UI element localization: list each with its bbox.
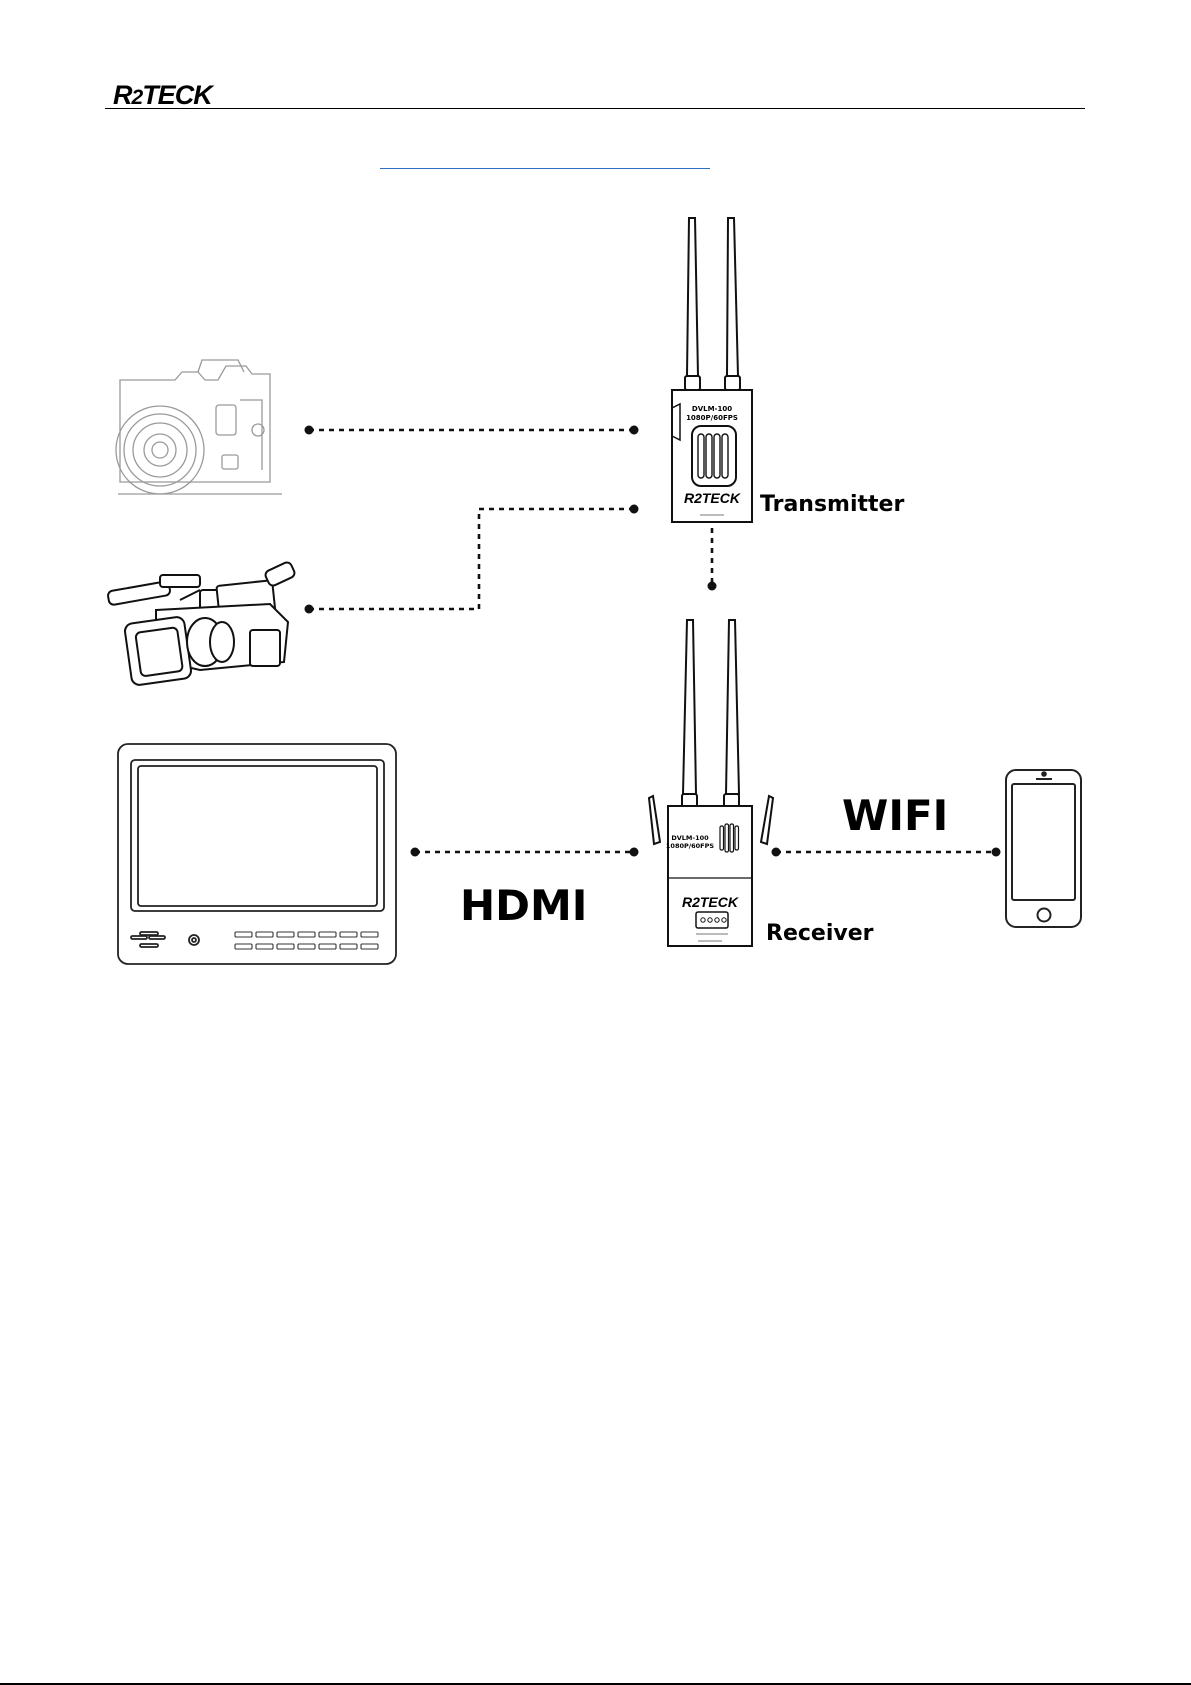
transmitter-label: Transmitter xyxy=(760,492,904,517)
monitor-button xyxy=(256,932,273,937)
receiver-hdmi-dot xyxy=(630,848,639,857)
receiver-model-line1: DVLM-100 xyxy=(671,834,709,842)
camcorder-icon xyxy=(107,561,296,686)
receiver-label: Receiver xyxy=(766,921,874,946)
transmitter-model-line1: DVLM-100 xyxy=(692,405,732,413)
monitor-connector-dot xyxy=(411,848,420,857)
receiver-brand: R2TECK xyxy=(682,894,739,910)
dslr-connector-dot xyxy=(305,426,314,435)
monitor-button xyxy=(235,932,252,937)
phone-connector-dot xyxy=(992,848,1001,857)
dslr-camera-icon xyxy=(116,360,282,494)
monitor-button xyxy=(298,932,315,937)
monitor-button xyxy=(256,944,273,949)
monitor-button xyxy=(235,944,252,949)
camcorder-to-transmitter-line xyxy=(309,509,634,609)
monitor-button xyxy=(361,944,378,949)
transmitter-antenna-icon xyxy=(685,218,740,390)
transmitter-device: DVLM-100 1080P/60FPS R2TECK xyxy=(672,218,752,522)
monitor-button xyxy=(319,944,336,949)
monitor-button xyxy=(277,932,294,937)
receiver-device: DVLM-100 1080P/60FPS R2TECK xyxy=(649,620,773,946)
monitor-button xyxy=(319,932,336,937)
field-monitor-icon xyxy=(118,744,396,964)
smartphone-icon xyxy=(1006,770,1081,927)
hdmi-label: HDMI xyxy=(460,881,587,930)
monitor-button xyxy=(340,932,357,937)
transmitter-output-dot xyxy=(708,582,717,591)
transmitter-model-line2: 1080P/60FPS xyxy=(686,414,738,422)
transmitter-brand: R2TECK xyxy=(684,490,741,506)
monitor-button xyxy=(298,944,315,949)
monitor-buttons xyxy=(235,932,378,949)
receiver-wifi-dot xyxy=(772,848,781,857)
receiver-model-line2: 1080P/60FPS xyxy=(666,842,714,850)
transmitter-input-dot-2 xyxy=(630,505,639,514)
transmitter-input-dot-1 xyxy=(630,426,639,435)
wifi-label: WIFI xyxy=(842,791,948,840)
monitor-button xyxy=(340,944,357,949)
camcorder-connector-dot xyxy=(305,605,314,614)
monitor-button xyxy=(361,932,378,937)
monitor-button xyxy=(277,944,294,949)
